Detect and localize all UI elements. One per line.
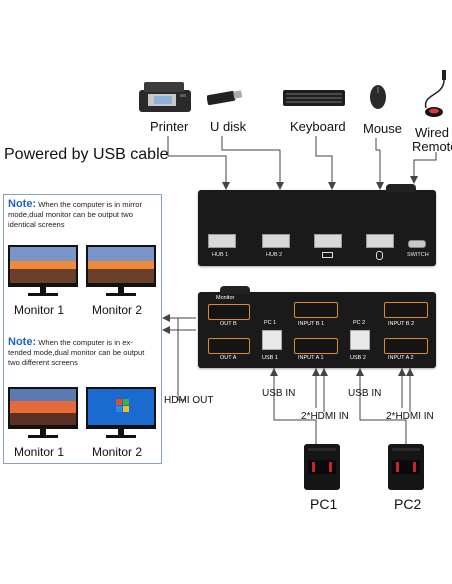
pc2-label: PC2 [394, 496, 422, 512]
monitor-1-mirror-image [8, 245, 78, 296]
wired-remote-icon [424, 70, 446, 117]
out-a-port[interactable] [208, 338, 250, 354]
kvm-top-knob [220, 286, 250, 294]
out-a-label: OUT A [220, 355, 237, 361]
udisk-label: U disk [210, 119, 247, 134]
input-b1-port[interactable] [294, 302, 338, 318]
mouse-icon [370, 85, 386, 109]
powered-by-usb-headline: Powered by USB cable [4, 146, 169, 163]
monitor-2-extended-image [86, 387, 156, 438]
usb-hub-unit: HUB 1 HUB 2 SWITCH [198, 184, 436, 266]
input-b1-label: INPUT B 1 [298, 321, 325, 327]
mouse-port-icon [376, 251, 383, 260]
input-a2-label: INPUT A 2 [388, 355, 414, 361]
usb2-label: USB 2 [350, 355, 366, 361]
note2-line3: two different screens [8, 358, 78, 367]
pc1-tower-icon [304, 444, 340, 490]
note1-text: Note: When the computer is in mirror mod… [8, 199, 158, 230]
hub2-label: HUB 2 [266, 252, 283, 258]
pc2-label: PC 2 [353, 320, 366, 326]
input-b2-port[interactable] [384, 302, 428, 318]
usb-in-label-pc2: USB IN [348, 388, 382, 399]
usb-in-label-pc1: USB IN [262, 388, 296, 399]
input-b2-label: INPUT B 2 [388, 321, 415, 327]
hub-top-knob [386, 184, 416, 192]
wired-remote-label-line1: Wired [415, 125, 449, 140]
monitor-modes-panel: Note: When the computer is in mirror mod… [3, 194, 162, 464]
monitor-2-mirror-image [86, 245, 156, 296]
note2-text: Note: When the computer is in ex- tended… [8, 337, 158, 368]
pc1-label: PC 1 [264, 320, 277, 326]
hdmi-in-label-pc2: 2*HDMI IN [386, 411, 434, 422]
hub2-port[interactable] [262, 234, 290, 248]
note2-line1: When the computer is in ex- [38, 338, 133, 347]
note1-key: Note: [8, 198, 37, 210]
hdmi-in-label-pc1: 2*HDMI IN [301, 411, 349, 422]
printer-label: Printer [150, 119, 189, 134]
keyboard-port[interactable] [314, 234, 342, 248]
input-a2-port[interactable] [384, 338, 428, 354]
switch-port[interactable] [408, 240, 426, 248]
hdmi-out-label: HDMI OUT [164, 395, 214, 406]
hub1-label: HUB 1 [212, 252, 229, 258]
keyboard-label: Keyboard [290, 119, 346, 134]
input-a1-port[interactable] [294, 338, 338, 354]
switch-label: SWITCH [407, 252, 429, 258]
usb-drive-icon [207, 90, 243, 106]
monitor-2-extended-label: Monitor 2 [92, 445, 143, 459]
monitor-1-extended-label: Monitor 1 [14, 445, 65, 459]
usb1-port[interactable] [262, 330, 282, 350]
monitor-1-mirror-label: Monitor 1 [14, 303, 65, 317]
note1-line2: mode,dual monitor can be output two [8, 210, 133, 219]
note1-line1: When the computer is in mirror [38, 200, 143, 209]
pc1-label: PC1 [310, 496, 338, 512]
out-b-label: OUT B [220, 321, 237, 327]
mouse-label: Mouse [363, 121, 403, 136]
input-a1-label: INPUT A 1 [298, 355, 324, 361]
pc2-tower-icon [388, 444, 424, 490]
keyboard-port-icon [322, 252, 333, 258]
monitor-2-mirror-label: Monitor 2 [92, 303, 143, 317]
note2-line2: tended mode,dual monitor can be output [8, 348, 145, 357]
kvm-switch-unit: Monitor OUT B OUT A PC 1 USB 1 INPUT B 1… [198, 286, 436, 368]
mouse-port[interactable] [366, 234, 394, 248]
printer-icon [139, 82, 191, 112]
monitor-1-extended-image [8, 387, 78, 438]
keyboard-icon [283, 90, 345, 106]
note1-line3: identical screens [8, 220, 65, 229]
monitor-section-label: Monitor [216, 295, 235, 301]
hub1-port[interactable] [208, 234, 236, 248]
wired-remote-label-line2: Remote [412, 139, 452, 154]
usb1-label: USB 1 [262, 355, 278, 361]
note2-key: Note: [8, 336, 37, 348]
usb2-port[interactable] [350, 330, 370, 350]
out-b-port[interactable] [208, 304, 250, 320]
